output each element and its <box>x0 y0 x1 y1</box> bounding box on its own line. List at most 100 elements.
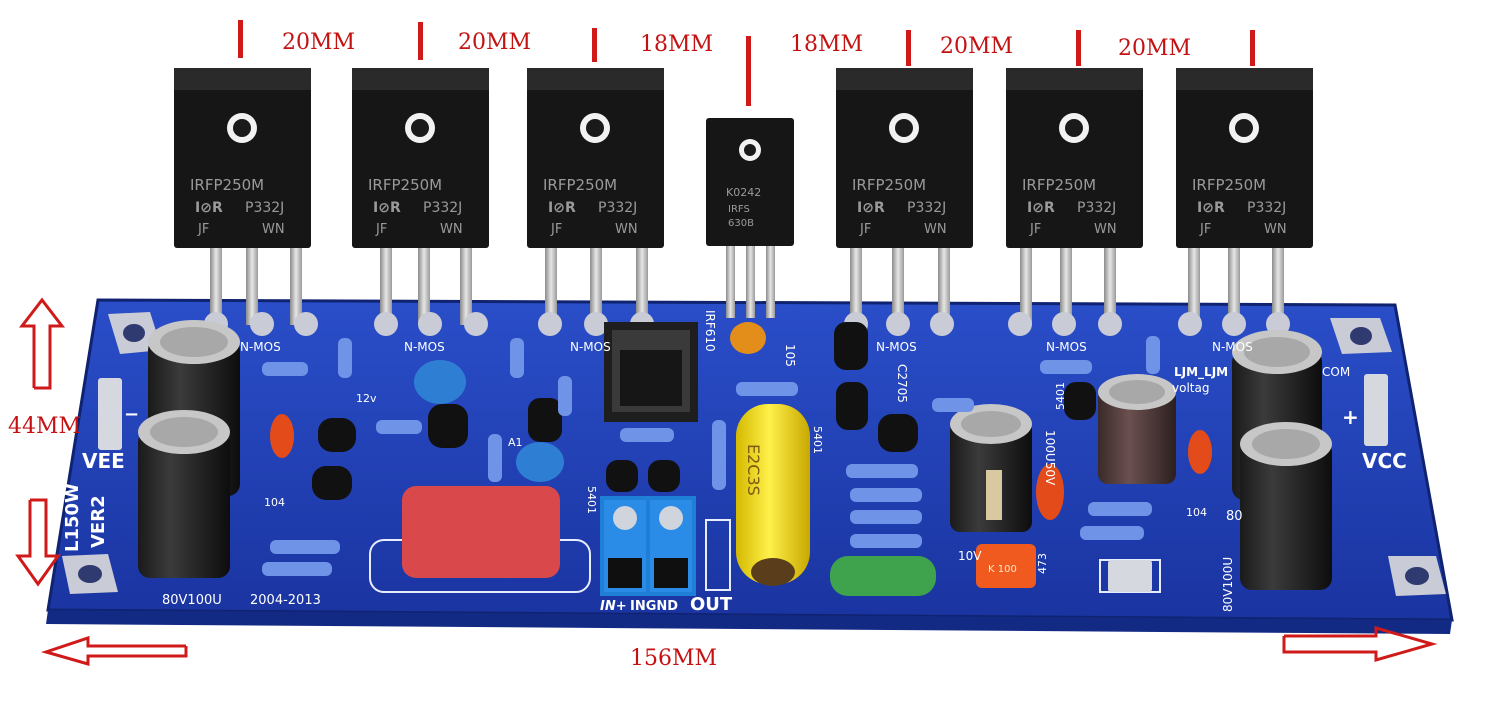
pad-label-1: N-MOS <box>240 340 281 354</box>
power-mosfet-row <box>174 68 1313 325</box>
in-plus-label: IN+ <box>600 599 627 614</box>
down-arrow <box>15 498 61 587</box>
c2705-label: C2705 <box>895 364 909 403</box>
mosfet-4-part: IRFP250M <box>852 176 926 194</box>
mosfet-5-lot-r: WN <box>1094 222 1117 237</box>
in-gnd-label: INGND <box>630 599 678 614</box>
orange-cap-print: K 100 <box>988 564 1017 575</box>
cap-104-left: 104 <box>264 496 285 509</box>
mosfet-4-logo: I⊘R <box>857 200 885 216</box>
up-arrow <box>18 297 66 390</box>
mosfet-2-code: P332J <box>423 200 462 216</box>
film-cap-print: E2C3S <box>744 444 763 496</box>
brand-voltage: voltag <box>1172 381 1209 395</box>
mosfet-3-part: IRFP250M <box>543 176 617 194</box>
pcb-board-edge <box>46 610 1452 634</box>
mosfet-4 <box>836 68 973 325</box>
mosfet-2-lot-l: JF <box>375 222 387 237</box>
mosfet-6-logo: I⊘R <box>1197 200 1225 216</box>
mosfet-1-lot-l: JF <box>197 222 209 237</box>
ic-5401-b: 5401 <box>811 426 824 454</box>
red-tick-marks <box>238 20 1255 106</box>
resistors <box>262 336 1160 576</box>
board-silkscreen: N-MOS N-MOS N-MOS N-MOS N-MOS N-MOS IRF6… <box>62 310 1407 615</box>
component-printings: E2C3S K 100 <box>744 444 1017 575</box>
terminal-block <box>600 496 696 596</box>
a1-label: A1 <box>508 436 523 449</box>
pad-label-2: N-MOS <box>404 340 445 354</box>
mosfet-4-code: P332J <box>907 200 946 216</box>
ceramic-caps <box>270 322 1212 588</box>
mosfet-1-part: IRFP250M <box>190 176 264 194</box>
height-arrows <box>15 297 66 587</box>
pad-label-3: N-MOS <box>570 340 611 354</box>
diode-12v-label: 12v <box>356 392 377 405</box>
pad-label-4: N-MOS <box>876 340 917 354</box>
right-arrow <box>1282 626 1438 662</box>
cap-right-label: 80V100U <box>1221 557 1235 612</box>
yellow-capacitor <box>736 404 810 586</box>
small-mosfet <box>706 118 794 318</box>
spacing-label-4: 18MM <box>790 32 864 57</box>
cap-mid-label: 100U50V <box>1043 430 1057 486</box>
left-arrow <box>40 635 188 666</box>
mosfet-5-lot-l: JF <box>1029 222 1041 237</box>
electrolytic-caps <box>138 320 1332 590</box>
spacing-label-3: 18MM <box>640 32 714 57</box>
width-arrows <box>40 626 1438 666</box>
mosfet-2-part: IRFP250M <box>368 176 442 194</box>
small-mosfet-mark-2: IRFS <box>728 204 750 215</box>
mosfet-5-code: P332J <box>1077 200 1116 216</box>
ic-5401-c: 5401 <box>1054 382 1067 410</box>
mosfet-markings: IRFP250M I⊘R P332J JF WN IRFP250M I⊘R P3… <box>190 176 1287 237</box>
mosfet-6-code: P332J <box>1247 200 1286 216</box>
cap-473-label: 473 <box>1036 553 1049 574</box>
vee-label: VEE <box>82 449 125 473</box>
board-model: L150W <box>62 483 83 552</box>
com-label: COM <box>1322 365 1350 379</box>
solder-pads <box>204 312 1290 336</box>
mosfet-4-lot-l: JF <box>859 222 871 237</box>
cap-80-right: 80 <box>1226 509 1243 524</box>
pad-label-5: N-MOS <box>1046 340 1087 354</box>
mosfet-4-lot-r: WN <box>924 222 947 237</box>
spacing-label-2: 20MM <box>458 30 532 55</box>
mosfet-3 <box>527 68 664 325</box>
mosfet-1-lot-r: WN <box>262 222 285 237</box>
cap-left-label: 80V100U <box>162 593 222 608</box>
board-year: 2004-2013 <box>250 593 321 608</box>
power-resistor <box>830 556 936 596</box>
mosfet-3-lot-r: WN <box>615 222 638 237</box>
mosfet-5-logo: I⊘R <box>1027 200 1055 216</box>
mosfet-2 <box>352 68 489 325</box>
mosfet-6-lot-l: JF <box>1199 222 1211 237</box>
mosfet-3-code: P332J <box>598 200 637 216</box>
width-dimension-label: 156MM <box>630 646 718 671</box>
mosfet-1-logo: I⊘R <box>195 200 223 216</box>
board-version: VER2 <box>88 495 109 548</box>
film-capacitor <box>402 486 560 578</box>
height-dimension-label: 44MM <box>8 414 82 439</box>
mosfet-1-code: P332J <box>245 200 284 216</box>
mosfet-1 <box>174 68 311 325</box>
vcc-label: VCC <box>1362 449 1407 473</box>
spacing-label-6: 20MM <box>1118 36 1192 61</box>
small-mosfet-mark-3: 630B <box>728 218 754 229</box>
small-mosfet-label: IRF610 <box>703 310 717 352</box>
center-driver-transistor <box>604 322 698 422</box>
mosfet-5 <box>1006 68 1143 325</box>
plus-label: + <box>1342 405 1359 429</box>
brand-label: LJM_LJM <box>1174 365 1228 380</box>
small-mosfet-mark-1: K0242 <box>726 186 761 199</box>
mosfet-2-logo: I⊘R <box>373 200 401 216</box>
mosfet-6-lot-r: WN <box>1264 222 1287 237</box>
power-tabs <box>98 374 1388 592</box>
small-transistors <box>312 322 1096 500</box>
cap-mid-2-label: 10V <box>958 549 982 563</box>
cap-104-right: 104 <box>1186 506 1207 519</box>
ic-5401-a: 5401 <box>585 486 598 514</box>
out-label: OUT <box>690 594 733 615</box>
spacing-label-5: 20MM <box>940 34 1014 59</box>
spacing-label-1: 20MM <box>282 30 356 55</box>
